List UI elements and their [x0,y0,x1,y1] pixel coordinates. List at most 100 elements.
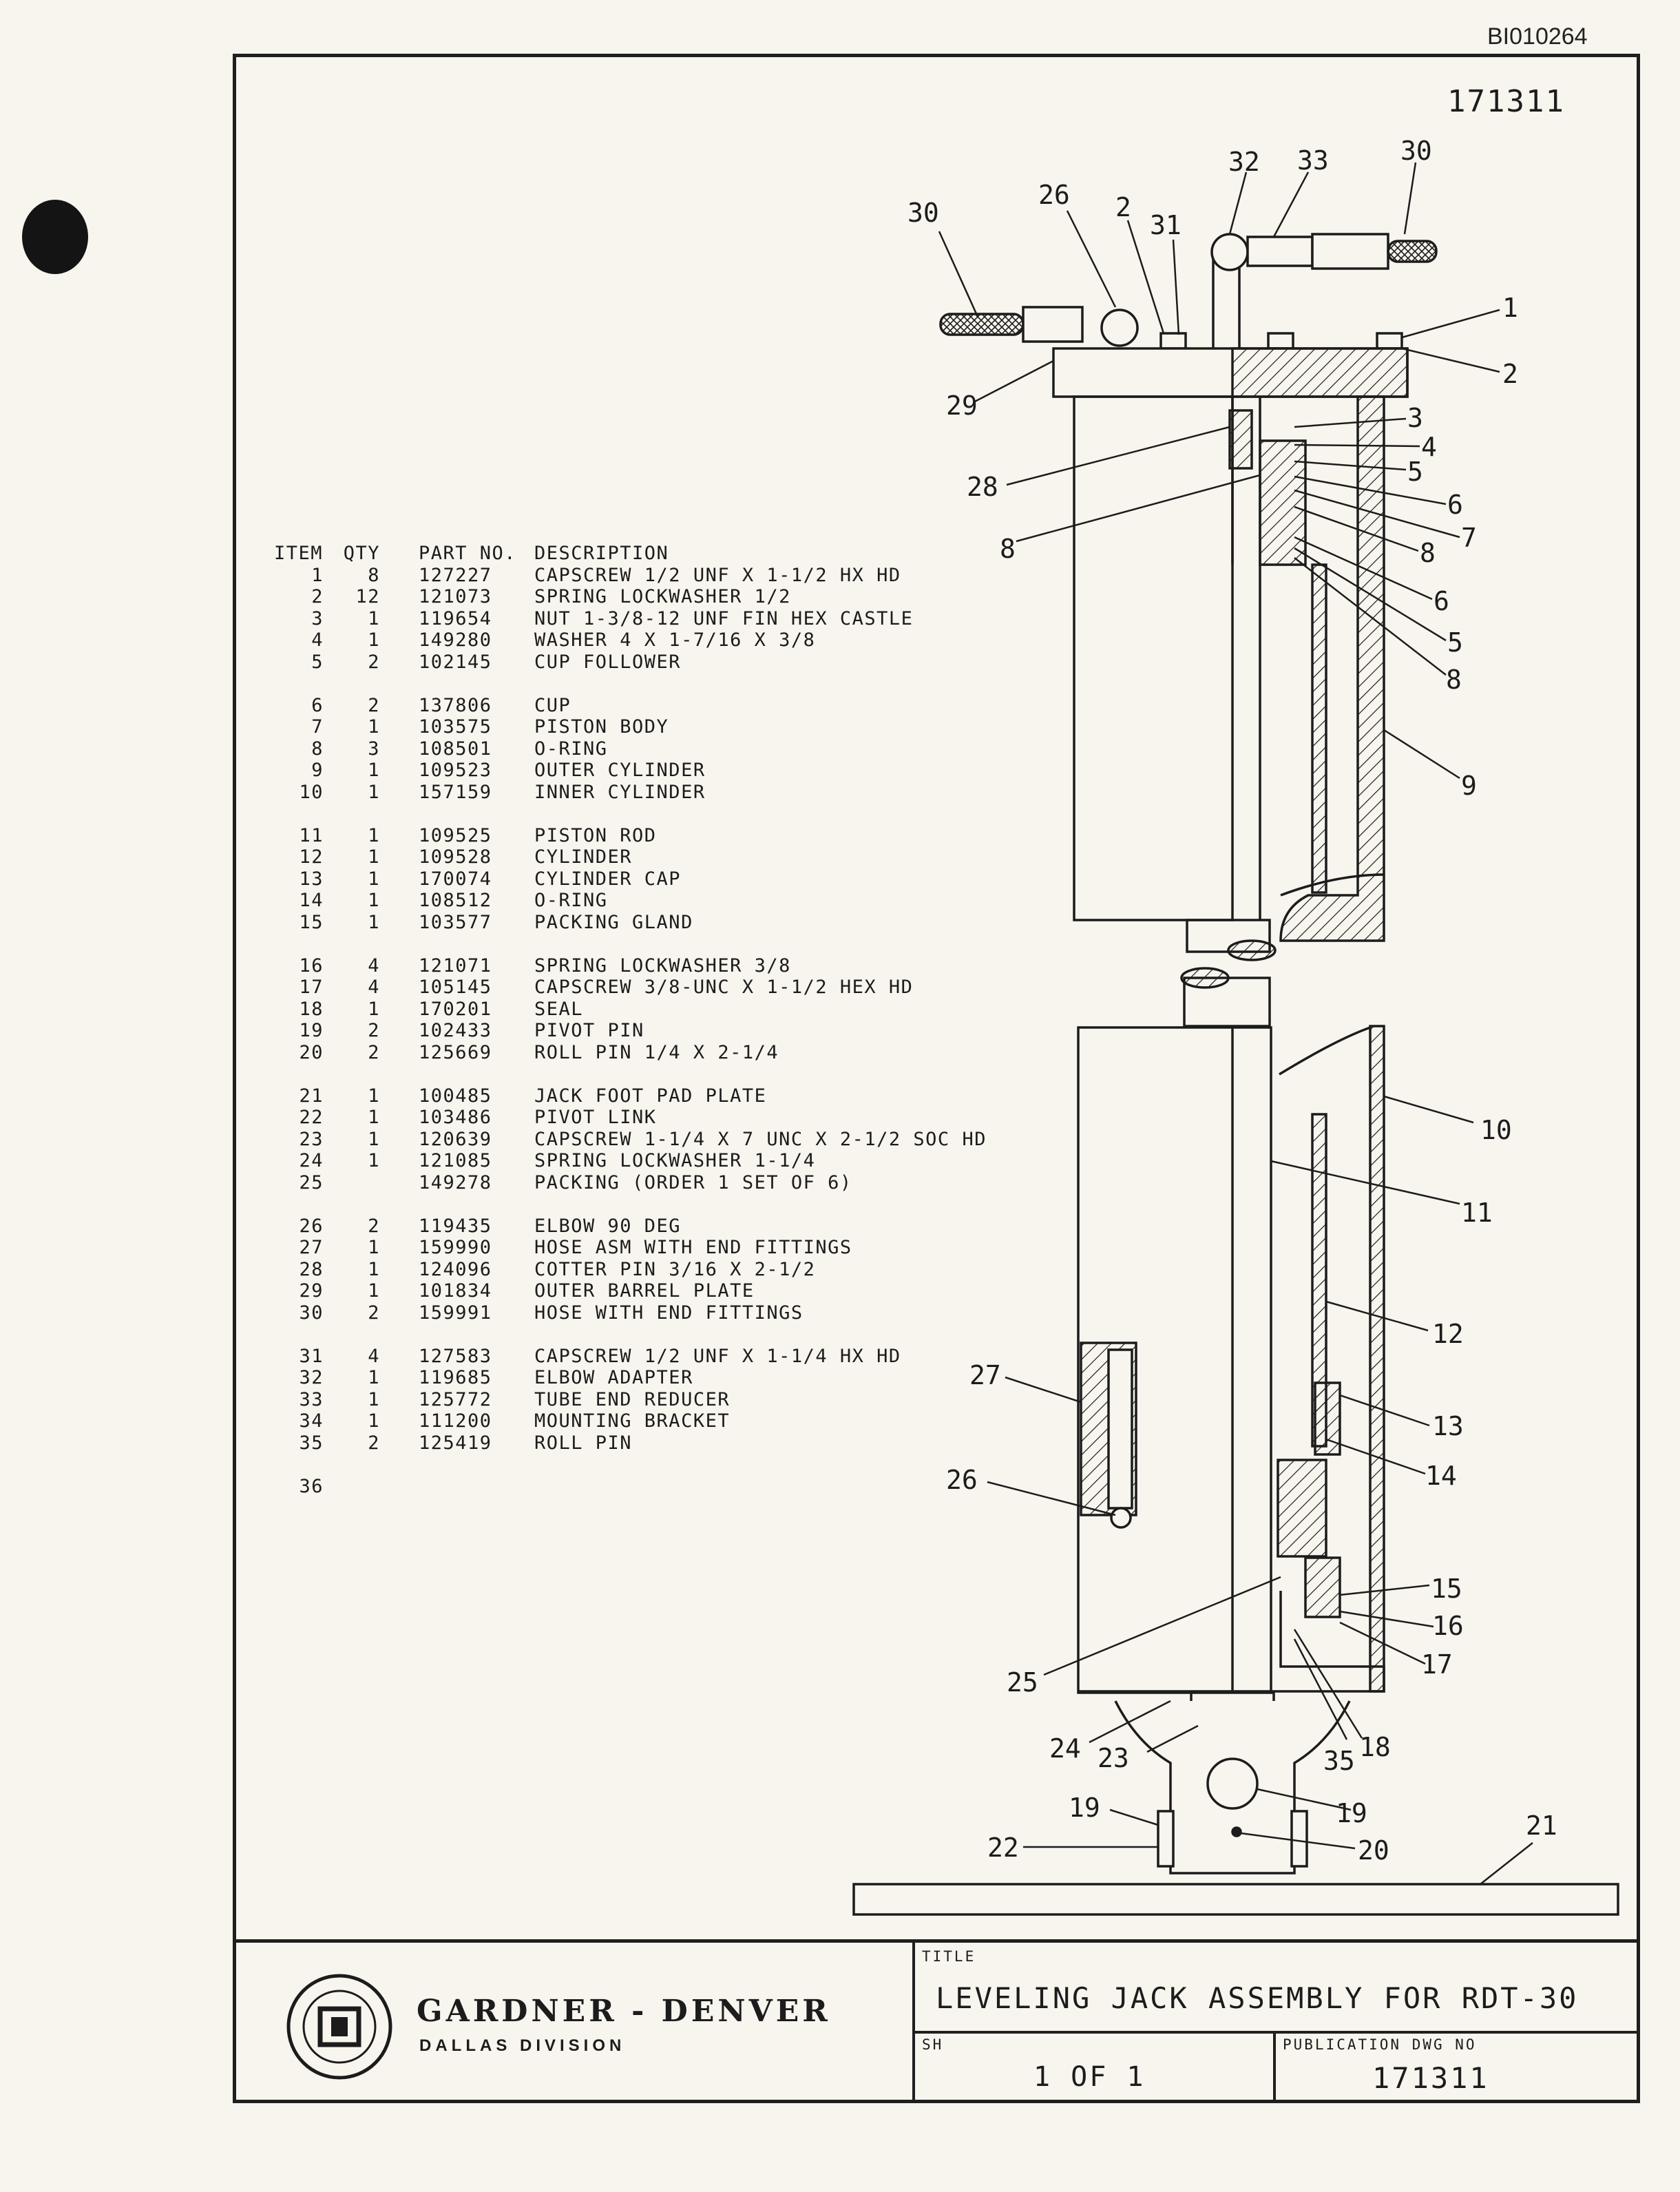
drawing-border [233,54,1640,2103]
row-item: 33 [299,1388,324,1410]
packing-gland [1277,1459,1327,1558]
row-part-no: 124096 [419,1258,492,1280]
row-part-no: 108512 [419,890,492,911]
row-qty: 1 [368,846,380,868]
row-description: CAPSCREW 1-1/4 X 7 UNC X 2-1/2 SOC HD [534,1128,987,1150]
callout-label: 11 [1461,1198,1493,1228]
outer-barrel-lower [1077,1026,1272,1694]
title-cell: TITLE LEVELING JACK ASSEMBLY FOR RDT-30 [915,1943,1637,2034]
row-part-no: 103577 [419,911,492,933]
capscrew-right [1376,332,1403,350]
row-description: COTTER PIN 3/16 X 2-1/2 [534,1258,816,1280]
row-qty: 8 [368,564,380,586]
row-item: 35 [299,1432,324,1454]
row-item: 1 [311,564,324,586]
row-item: 27 [299,1237,324,1258]
row-item: 15 [299,911,324,933]
row-description: SPRING LOCKWASHER 1/2 [534,586,791,607]
row-description: OUTER CYLINDER [534,760,706,781]
hose-left [939,313,1025,336]
row-qty: 1 [368,607,380,629]
pivot-pin-left [1157,1810,1175,1868]
row-description: PACKING (ORDER 1 SET OF 6) [534,1171,852,1193]
callout-label: 28 [967,472,998,502]
sheet-label: SH [922,2036,944,2053]
callout-label: 4 [1421,432,1437,462]
callout-label: 21 [1526,1810,1557,1841]
row-item: 13 [299,868,324,890]
callout-label: 27 [969,1360,1001,1390]
drawing-number-top: 171311 [1447,84,1565,119]
callout-label: 19 [1069,1793,1100,1823]
callout-label: 26 [1038,180,1070,210]
row-part-no: 137806 [419,694,492,716]
inner-cylinder-section [1311,563,1327,894]
row-description: CAPSCREW 1/2 UNF X 1-1/4 HX HD [534,1345,901,1367]
callout-label: 14 [1425,1461,1457,1491]
row-part-no: 149278 [419,1171,492,1193]
tube-end-reducer [1246,236,1314,267]
hose-fitting-right [1311,233,1389,270]
row-part-no: 121073 [419,586,492,607]
row-qty: 1 [368,1388,380,1410]
row-qty: 1 [368,1258,380,1280]
row-qty: 2 [368,1432,380,1454]
row-description: PIVOT PIN [534,1020,644,1041]
callout-label: 23 [1098,1743,1129,1773]
row-item: 14 [299,890,324,911]
row-item: 6 [311,694,324,716]
row-item: 24 [299,1150,324,1171]
row-qty: 4 [368,1345,380,1367]
rod-break-upper [1227,939,1277,961]
callout-label: 19 [1336,1798,1367,1828]
row-description: PIVOT LINK [534,1107,657,1128]
row-description: MOUNTING BRACKET [534,1410,731,1432]
row-description: HOSE ASM WITH END FITTINGS [534,1237,852,1258]
row-qty: 1 [368,1237,380,1258]
row-part-no: 109528 [419,846,492,868]
callout-label: 1 [1502,293,1518,323]
row-item: 4 [311,629,324,651]
row-qty: 1 [368,1367,380,1388]
row-part-no: 119685 [419,1367,492,1388]
callout-label: 13 [1432,1411,1464,1441]
row-part-no: 120639 [419,1128,492,1150]
row-item: 22 [299,1107,324,1128]
sheet-cell: SH 1 OF 1 [915,2034,1276,2100]
cylinder-cap [1314,1381,1341,1456]
row-qty: 2 [368,694,380,716]
callout-label: 26 [946,1465,978,1495]
callout-label: 5 [1407,457,1423,487]
row-description: PACKING GLAND [534,911,693,933]
row-item: 25 [299,1171,324,1193]
row-part-no: 102145 [419,651,492,673]
row-item: 19 [299,1020,324,1041]
row-item: 18 [299,998,324,1020]
callout-label: 30 [907,198,939,228]
row-item: 23 [299,1128,324,1150]
elbow-left [1100,309,1139,347]
row-description: INNER CYLINDER [534,781,706,803]
row-item: 9 [311,760,324,781]
row-item: 12 [299,846,324,868]
row-item: 21 [299,1085,324,1107]
row-qty: 1 [368,1128,380,1150]
row-qty: 1 [368,890,380,911]
callout-label: 3 [1407,403,1423,433]
